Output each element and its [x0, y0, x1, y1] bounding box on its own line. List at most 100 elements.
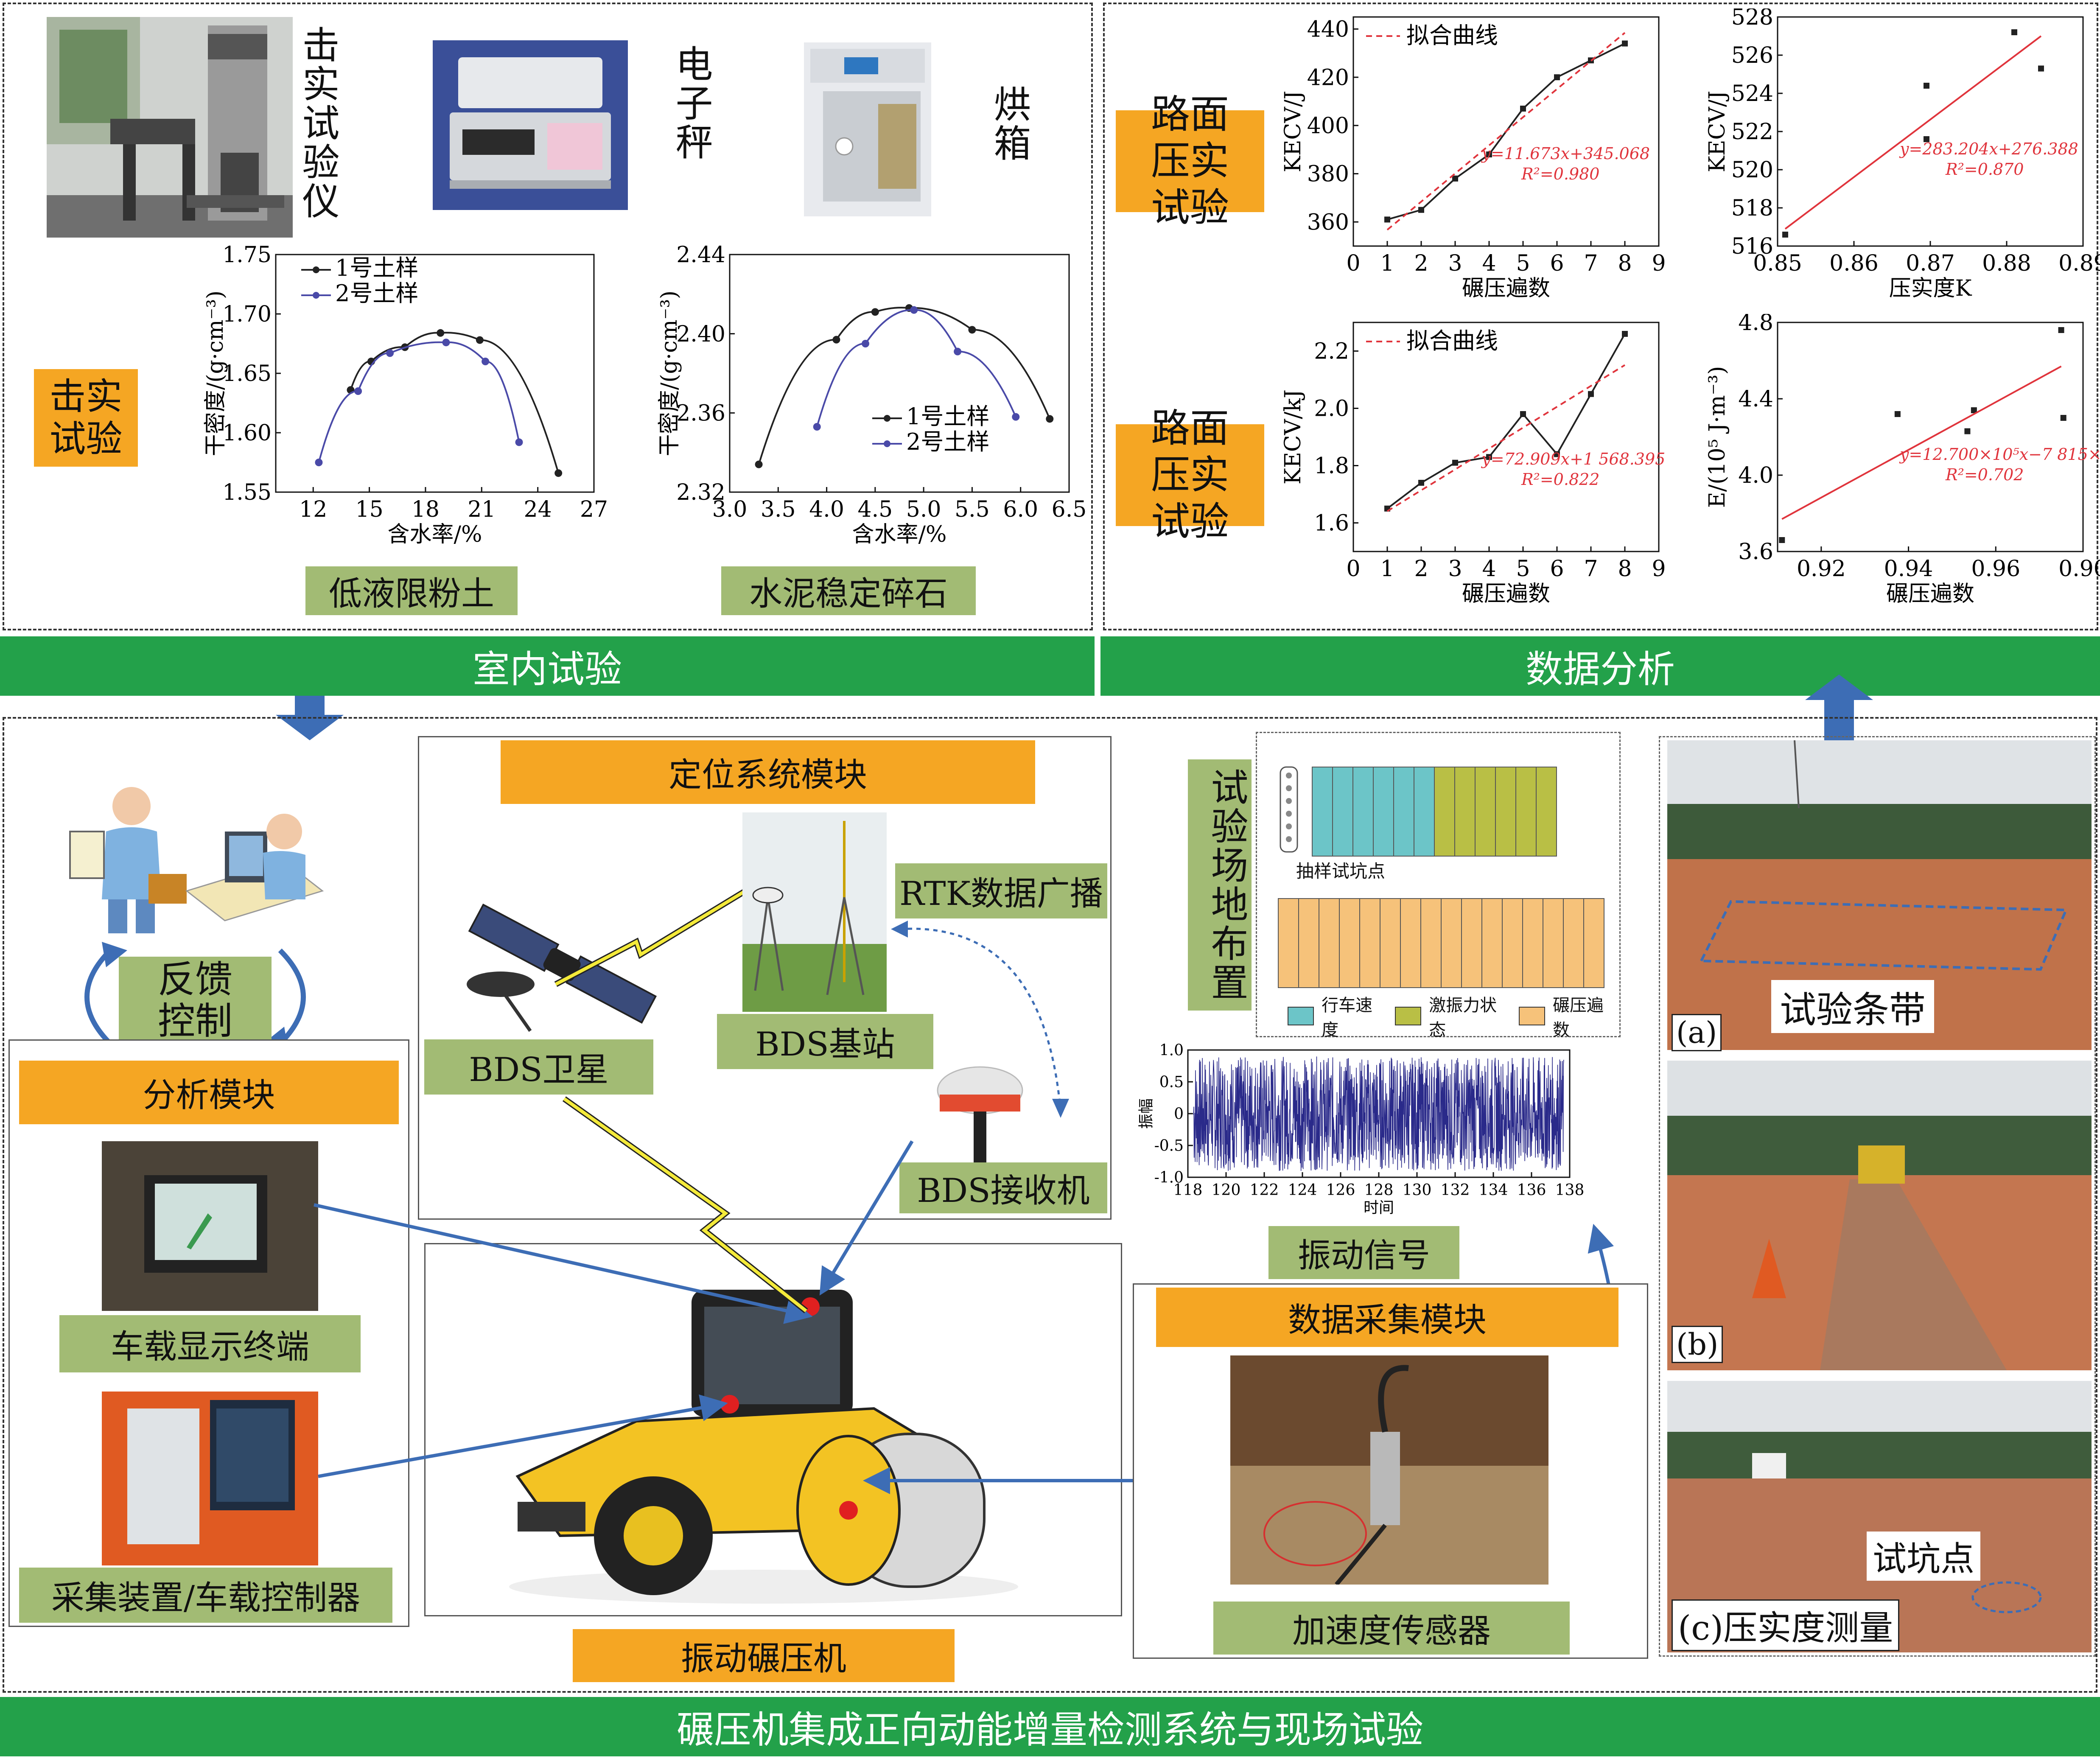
x-tick-label: 134	[1479, 1182, 1508, 1199]
series-line	[758, 307, 1051, 465]
y-tick-label: 440	[1307, 17, 1349, 42]
data-point	[1894, 411, 1901, 417]
layout-cell	[1583, 898, 1604, 988]
equipment-label-oven: 烘箱	[988, 85, 1031, 163]
oven-photo	[798, 36, 938, 223]
data-analysis-panel	[1103, 3, 2098, 630]
x-tick-label: 3.0	[712, 497, 748, 522]
data-point	[2058, 327, 2064, 333]
lightning-icon	[554, 880, 761, 987]
plot-frame	[1352, 16, 1660, 247]
bds-receiver-label: BDS接收机	[899, 1162, 1107, 1213]
x-tick-label: 8	[1618, 556, 1632, 582]
y-tick-label: 4.8	[1738, 314, 1773, 336]
x-tick-label: 6	[1550, 251, 1564, 276]
feedback-control-label: 反馈控制	[119, 957, 272, 1044]
x-tick-label: 27	[580, 497, 608, 522]
data-point	[1452, 175, 1458, 182]
y-tick-label: 4.0	[1738, 463, 1773, 488]
y-tick-label: 522	[1731, 119, 1773, 145]
x-tick-label: 12	[299, 497, 327, 522]
photo-a-tag: (a)	[1672, 1014, 1722, 1051]
x-axis-label: 碾压遍数	[1886, 581, 1974, 607]
x-tick-label: 6	[1550, 556, 1564, 582]
x-tick-label: 5.0	[906, 497, 941, 522]
x-tick-label: 126	[1326, 1182, 1355, 1199]
x-tick-label: 0	[1346, 556, 1360, 582]
sampling-dot	[1286, 798, 1292, 804]
legend-passes: 碾压遍数	[1553, 996, 1604, 1040]
fit-line	[1784, 35, 2042, 230]
fit-r2: R²=0.870	[1945, 160, 2024, 179]
layout-cell	[1352, 767, 1374, 857]
fit-equation: y=11.673x+345.068	[1481, 144, 1650, 163]
data-point	[1782, 232, 1788, 238]
photo-a-label: 试验条带	[1771, 980, 1934, 1033]
fit-equation: y=12.700×10⁵x−7 815×10⁵	[1899, 445, 2100, 464]
sampling-dot	[1286, 811, 1292, 817]
x-tick-label: 0.92	[1797, 556, 1846, 582]
accelerometer-photo	[1230, 1355, 1548, 1585]
data-acquisition-label: 数据采集模块	[1156, 1288, 1618, 1347]
x-tick-label: 0.94	[1884, 556, 1933, 582]
data-point	[1924, 136, 1929, 142]
x-tick-label: 8	[1618, 251, 1632, 276]
y-tick-label: 1.0	[1159, 1042, 1184, 1059]
data-point	[1520, 411, 1526, 417]
data-point	[2060, 415, 2066, 421]
data-point	[1622, 40, 1628, 47]
y-axis-label: E/(10⁵ J·m⁻³)	[1705, 366, 1730, 508]
data-point	[968, 326, 976, 334]
layout-cell	[1373, 767, 1394, 857]
data-point	[910, 306, 918, 314]
y-tick-label: 360	[1307, 210, 1349, 235]
y-tick-label: 1.75	[222, 242, 272, 268]
collector-photo	[102, 1392, 318, 1565]
x-tick-label: 0	[1346, 251, 1360, 276]
data-point	[1046, 415, 1054, 423]
sampling-dot	[1286, 773, 1292, 778]
sampling-dot	[1286, 836, 1292, 842]
rtk-broadcast-label: RTK数据广播	[895, 863, 1107, 918]
y-tick-label: -1.0	[1154, 1169, 1184, 1187]
x-tick-label: 0.96	[1971, 556, 2020, 582]
data-point	[954, 347, 962, 356]
x-tick-label: 0.86	[1829, 251, 1879, 276]
site-photo-roller	[1667, 1061, 2092, 1370]
y-tick-label: 400	[1307, 113, 1349, 139]
legend-label: 1号土样	[335, 255, 418, 281]
layout-cell	[1481, 898, 1503, 988]
road-test-label-1: 路面压实试验	[1116, 92, 1264, 230]
y-tick-label: 420	[1307, 65, 1349, 90]
x-tick-label: 118	[1173, 1182, 1203, 1199]
signal-trace	[1193, 1056, 1564, 1171]
y-tick-label: 520	[1731, 157, 1773, 183]
y-axis-label: KECV/J	[1705, 91, 1730, 173]
layout-cell	[1536, 767, 1557, 857]
layout-cell	[1515, 767, 1537, 857]
y-axis-label: 振幅	[1138, 1098, 1155, 1129]
layout-cell	[1298, 898, 1319, 988]
fit-line	[1781, 365, 2062, 520]
x-tick-label: 0.87	[1906, 251, 1955, 276]
y-axis-label: KECV/kJ	[1280, 389, 1306, 484]
x-tick-label: 122	[1250, 1182, 1279, 1199]
legend-swatch-passes	[1518, 1007, 1546, 1025]
layout-cell	[1380, 898, 1401, 988]
y-tick-label: 4.4	[1738, 386, 1773, 412]
x-axis-label: 含水率/%	[852, 522, 947, 547]
y-tick-label: 526	[1731, 43, 1773, 68]
fit-equation: y=72.909x+1 568.395	[1481, 450, 1665, 468]
x-tick-label: 5	[1516, 251, 1530, 276]
bds-base-photo	[742, 812, 887, 1012]
x-axis-label: 碾压遍数	[1462, 581, 1550, 607]
y-tick-label: 524	[1731, 81, 1773, 106]
fit-r2: R²=0.980	[1521, 165, 1599, 183]
y-tick-label: 528	[1731, 8, 1773, 30]
layout-cell	[1441, 898, 1462, 988]
y-tick-label: -0.5	[1154, 1137, 1184, 1155]
x-tick-label: 136	[1517, 1182, 1546, 1199]
sampling-column	[1280, 766, 1298, 853]
